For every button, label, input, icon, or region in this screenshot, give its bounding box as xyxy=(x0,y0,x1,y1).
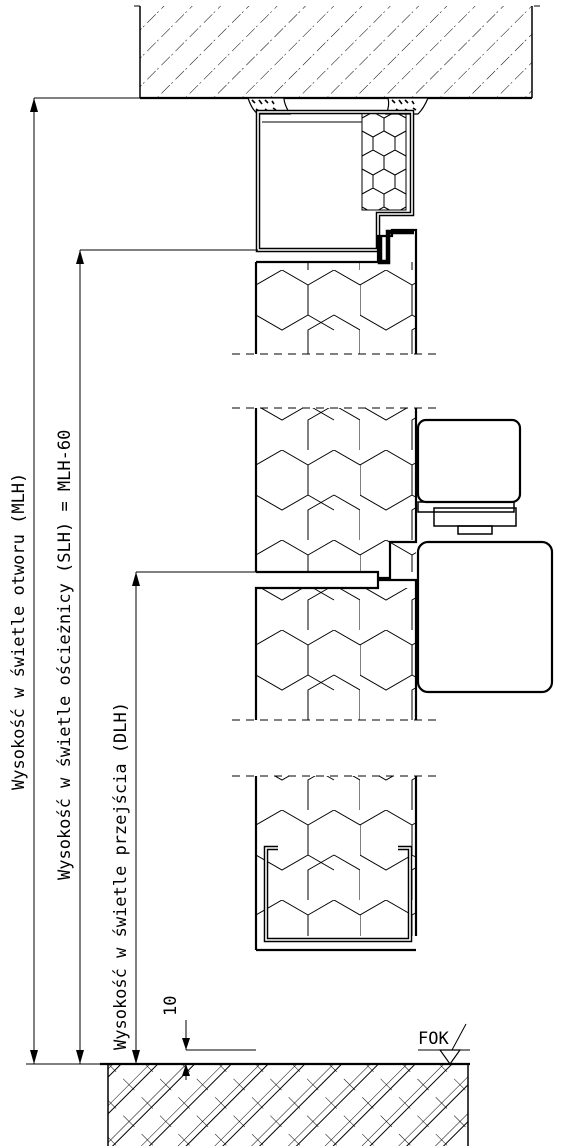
door-hardware xyxy=(416,418,554,694)
gap-label: 10 xyxy=(161,996,181,1016)
frame-head-profile xyxy=(255,109,415,265)
bottom-channel-profile xyxy=(254,845,416,952)
door-leaf-upper xyxy=(232,228,440,355)
dimension-lines xyxy=(30,97,258,1080)
floor-slab xyxy=(26,1062,470,1146)
floor-level-marker: FOK xyxy=(418,1023,470,1066)
door-leaf-middle xyxy=(232,407,440,580)
fok-label: FOK xyxy=(418,1029,449,1049)
door-leaf-bottom xyxy=(232,775,440,936)
slh-label: Wysokość w świetle ościeżnicy (SLH) = ML… xyxy=(55,430,75,880)
wall-lintel xyxy=(134,5,540,100)
dlh-label: Wysokość w świetle przejścia (DLH) xyxy=(111,702,131,1050)
mlh-label: Wysokość w świetle otworu (MLH) xyxy=(9,473,29,790)
door-leaf-lower xyxy=(232,578,440,721)
